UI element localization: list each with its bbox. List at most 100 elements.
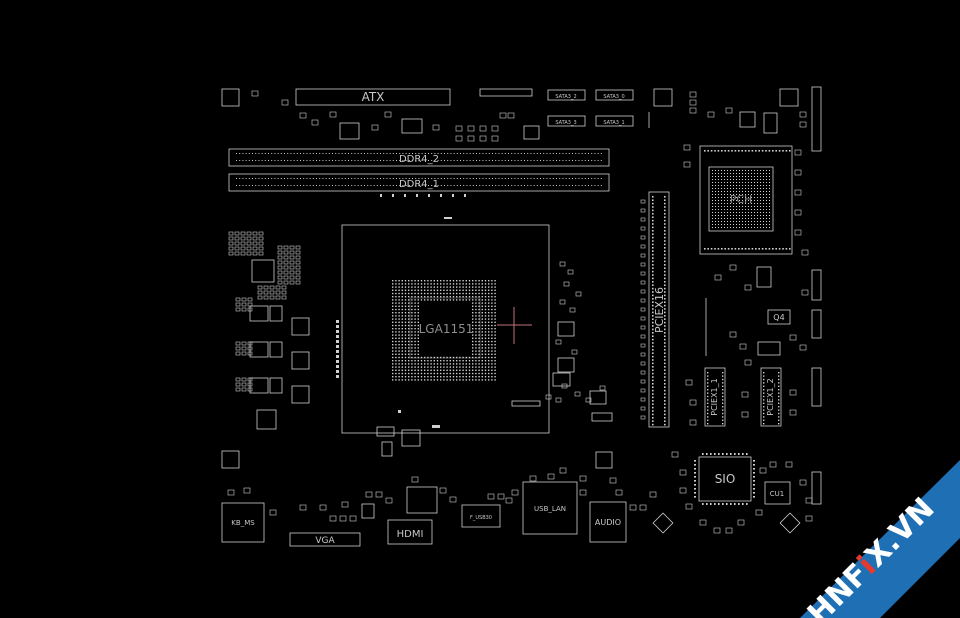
pcie-pin: [664, 230, 666, 232]
pcie-pin: [664, 308, 666, 310]
ddr-pin: [469, 153, 471, 154]
pcie-x1-pin: [778, 412, 780, 415]
sio-pin: [722, 503, 724, 505]
sio-pin: [722, 453, 724, 455]
lga-pad: [443, 299, 445, 301]
lga-pad: [420, 286, 423, 288]
ddr-pin: [284, 185, 285, 186]
lga-pad: [392, 350, 394, 352]
lga-pad: [392, 353, 394, 355]
ddr-pin: [399, 185, 401, 186]
ddr-pin: [488, 160, 490, 161]
lga-pad: [465, 369, 467, 371]
pch-pad: [714, 248, 716, 250]
lga-pad: [494, 331, 496, 333]
sio-pin: [702, 503, 704, 505]
lga-pad: [436, 356, 439, 359]
lga-pad: [472, 379, 474, 381]
ddr-pin: [300, 185, 301, 186]
ddr-pin: [344, 178, 346, 179]
pcie-pin: [664, 355, 666, 358]
vrm-smd: [235, 387, 241, 392]
smd-part: [432, 124, 440, 131]
ddr-pin: [479, 178, 481, 179]
pcie-side-part: [640, 289, 646, 294]
lga-pad: [398, 289, 400, 291]
lga-pad: [459, 376, 461, 378]
pch-ball: [727, 173, 728, 174]
pcie-pin: [652, 328, 654, 331]
ddr-pin: [364, 185, 365, 186]
lga-pad: [462, 366, 464, 368]
lga-pad: [398, 376, 400, 378]
lga-pad: [446, 372, 448, 375]
pcie-pin: [652, 274, 654, 276]
lga-pad: [427, 286, 429, 288]
pch-pad: [782, 248, 784, 250]
pcie-x1-pin: [722, 385, 724, 387]
pch-ball: [721, 203, 722, 204]
ddr-pin: [386, 178, 388, 179]
lga-pad: [484, 328, 487, 330]
pcie-side-part: [640, 370, 646, 375]
pch-ball: [733, 194, 734, 195]
lga-pad: [417, 302, 419, 304]
ddr-pin: [444, 153, 445, 154]
pcie-pin: [652, 196, 654, 198]
lga-pad: [408, 356, 410, 359]
ddr-pin: [284, 153, 285, 154]
pcie-x1-pin: [778, 378, 780, 381]
sio-pin: [694, 492, 696, 494]
lga-pad: [475, 296, 477, 298]
ddr-pin: [236, 153, 237, 154]
lga-pad: [478, 299, 480, 301]
socket-cap: [336, 340, 339, 343]
pcie-pin: [664, 216, 666, 218]
ddr-pin: [242, 178, 244, 179]
pch-ball: [745, 173, 746, 174]
lga-pad: [488, 321, 490, 323]
pcie-side-part: [640, 397, 646, 402]
vrm-smd: [289, 260, 295, 265]
ddr-pin: [322, 185, 324, 186]
lga-pad: [408, 305, 410, 307]
smd-part: [794, 229, 802, 236]
pch-ball: [721, 176, 722, 177]
pch-ball: [736, 227, 737, 228]
ddr-pin: [239, 178, 241, 179]
lga-pad: [475, 347, 477, 349]
pch-ball: [760, 182, 761, 183]
lga-pad: [401, 334, 403, 336]
smd-part: [329, 515, 337, 522]
lga-pad: [408, 366, 410, 368]
lga-pad: [414, 379, 416, 381]
lga-pad: [468, 356, 471, 359]
pch-ball: [739, 212, 740, 213]
ddr-pin: [367, 160, 369, 161]
pch-ball: [745, 194, 746, 195]
lga-pad: [462, 299, 464, 301]
lga-pad: [398, 350, 400, 352]
lga-pad: [404, 369, 407, 371]
pch-ball: [742, 209, 743, 210]
lga-pad: [456, 299, 458, 301]
pch-ball: [742, 173, 743, 174]
pch-ball: [757, 185, 758, 186]
vrm-smd: [241, 307, 247, 312]
pch-ball: [715, 212, 716, 213]
ddr-pin: [370, 153, 372, 154]
pch-ball: [760, 206, 761, 207]
smd-part: [555, 397, 562, 403]
smd-part: [497, 493, 505, 500]
pcie-pin: [652, 403, 654, 405]
lga-pad: [392, 344, 394, 346]
ddr-pin: [312, 178, 314, 179]
pch-pad: [768, 248, 771, 250]
lga-pad: [472, 286, 474, 288]
pch-pad: [765, 248, 767, 250]
ddr-pin: [341, 185, 343, 186]
ddr-pin: [540, 178, 541, 179]
ddr-pin: [591, 153, 593, 154]
lga-pad: [494, 347, 496, 349]
